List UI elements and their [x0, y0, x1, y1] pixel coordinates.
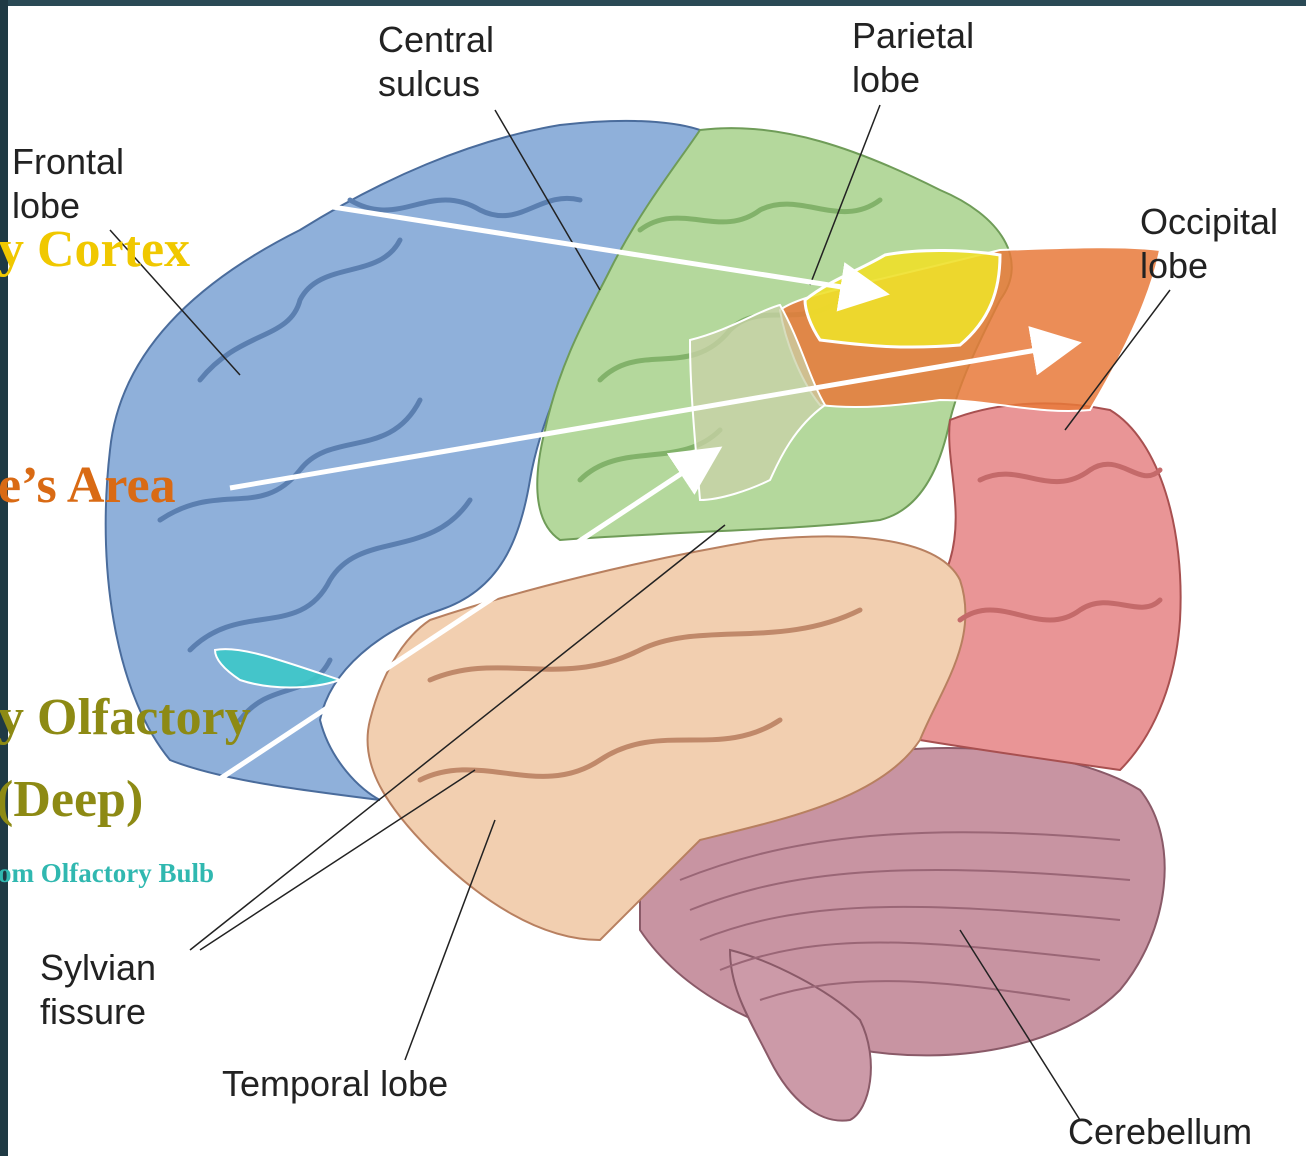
area-overlay-label: e’s Area [0, 456, 176, 515]
deep-overlay-label: (Deep) [0, 770, 143, 829]
parietal-lobe-label: Parietal lobe [852, 14, 974, 102]
central-sulcus-label: Central sulcus [378, 18, 494, 106]
top-edge [0, 0, 1306, 6]
olfactory-bulb-overlay-label: om Olfactory Bulb [0, 858, 214, 889]
olfactory-overlay-label: y Olfactory [0, 688, 251, 747]
occipital-lobe-label: Occipital lobe [1140, 200, 1278, 288]
sylvian-fissure-label: Sylvian fissure [40, 946, 156, 1034]
left-edge [0, 0, 8, 1156]
temporal-lobe-label: Temporal lobe [222, 1062, 448, 1106]
frontal-lobe-label: Frontal lobe [12, 140, 124, 228]
cortex-overlay-label: y Cortex [0, 220, 190, 279]
cerebellum-label: Cerebellum [1068, 1110, 1252, 1154]
